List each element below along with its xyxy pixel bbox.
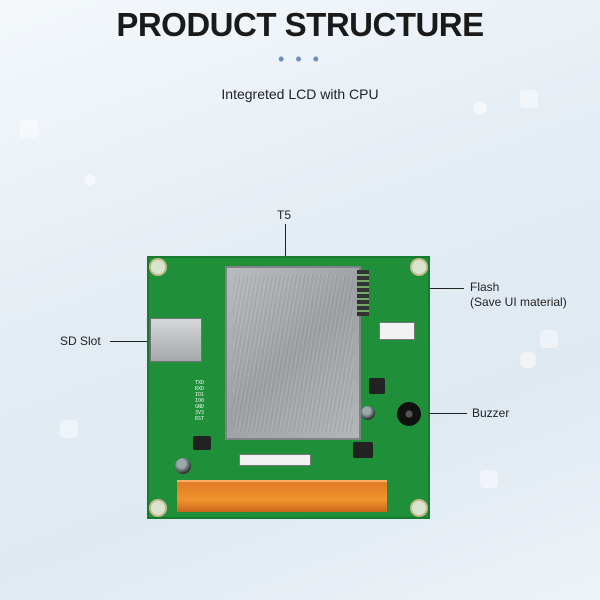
capacitor-bottom	[175, 458, 191, 474]
pcb-board: TXD RXD IO1 IO0 GND 3V3 RST	[147, 256, 430, 519]
small-chip	[193, 436, 211, 450]
leader-line-sd-slot	[110, 341, 158, 342]
label-sd-slot: SD Slot	[60, 334, 101, 348]
inductor	[369, 378, 385, 394]
page-subtitle: Integreted LCD with CPU	[221, 86, 379, 102]
buzzer-component	[397, 402, 421, 426]
fpc-connector-right	[379, 322, 415, 340]
capacitor	[361, 406, 375, 420]
label-flash: Flash	[470, 280, 500, 294]
label-flash-note: (Save UI material)	[470, 295, 567, 309]
title-dots-divider: • • •	[278, 49, 322, 69]
flash-header-pins	[357, 270, 369, 316]
fpc-connector-bottom	[239, 454, 311, 466]
regulator-chip	[353, 442, 373, 458]
t5-cpu-shield	[225, 266, 361, 440]
pin-silkscreen: TXD RXD IO1 IO0 GND 3V3 RST	[195, 380, 205, 422]
leader-line-buzzer	[412, 413, 467, 414]
label-buzzer: Buzzer	[472, 406, 510, 420]
sd-slot	[150, 318, 202, 362]
label-t5: T5	[277, 208, 292, 222]
page-title: PRODUCT STRUCTURE	[116, 6, 484, 43]
lcd-flex-cable	[177, 480, 387, 512]
